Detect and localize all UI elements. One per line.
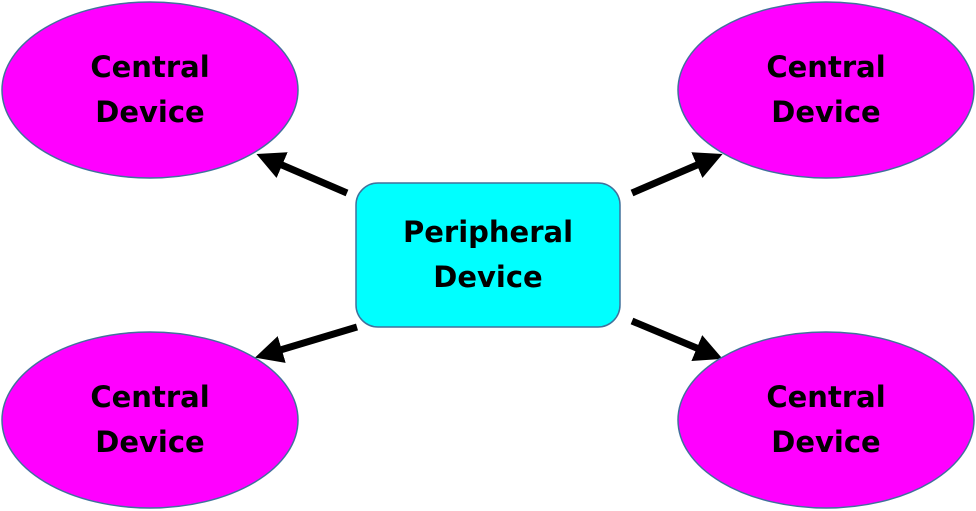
central-device-node-bottom-right bbox=[677, 331, 975, 509]
edge-peripheral-to-central-top-right bbox=[630, 152, 723, 197]
central-device-node-top-left bbox=[1, 1, 299, 179]
peripheral-device-node bbox=[355, 182, 621, 328]
edge-peripheral-to-central-bottom-left bbox=[254, 323, 359, 363]
edge-peripheral-to-central-top-left bbox=[256, 152, 349, 197]
central-device-node-top-right bbox=[677, 1, 975, 179]
edge-peripheral-to-central-bottom-right bbox=[630, 317, 723, 361]
central-device-node-bottom-left bbox=[1, 331, 299, 509]
